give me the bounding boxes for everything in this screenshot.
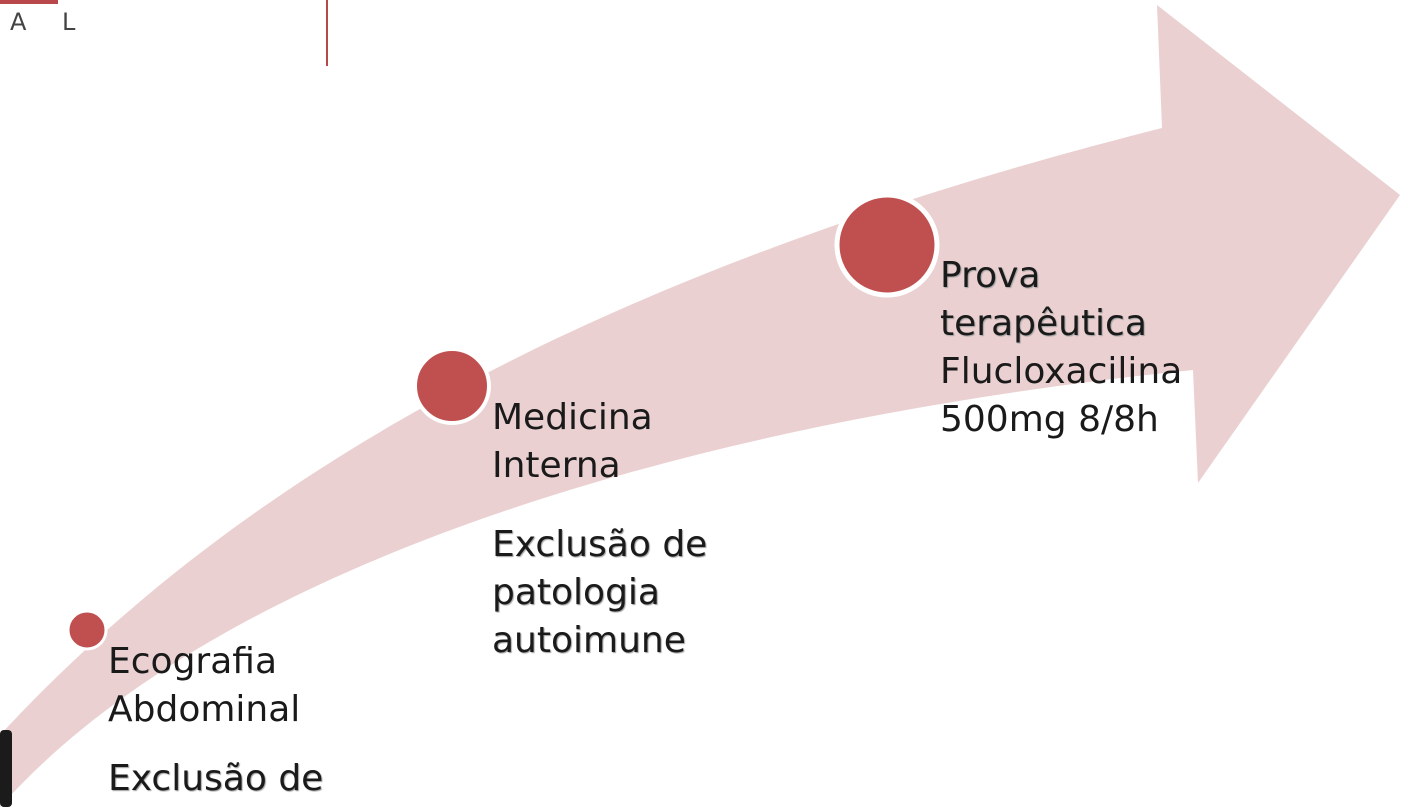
step-3-title-line-2: terapêutica [940,303,1147,344]
step-1-detail: Exclusão de [108,758,324,799]
step-node-2 [413,347,491,425]
header-divider [326,0,328,66]
edge-artifact [0,730,12,807]
step-1-title-line-1: Ecografia [108,641,278,682]
curved-arrow [0,5,1400,807]
step-3-detail-line-2: 500mg 8/8h [940,399,1159,440]
step-2-detail-line-1: Exclusão de [492,524,708,565]
step-node-1 [66,609,108,651]
step-1-title-line-2: Abdominal [108,689,301,730]
step-2-detail-line-2: patologia [492,572,660,613]
step-3-title-line-1: Prova [940,255,1041,296]
step-2-detail-line-3: autoimune [492,620,686,661]
step-2-title-line-2: Interna [492,445,621,486]
step-node-3 [834,192,940,298]
step-3-detail-line-1: Flucloxacilina [940,351,1183,392]
logo-bar [0,0,58,4]
step-2-title-line-1: Medicina [492,397,653,438]
logo: A L [10,8,90,36]
